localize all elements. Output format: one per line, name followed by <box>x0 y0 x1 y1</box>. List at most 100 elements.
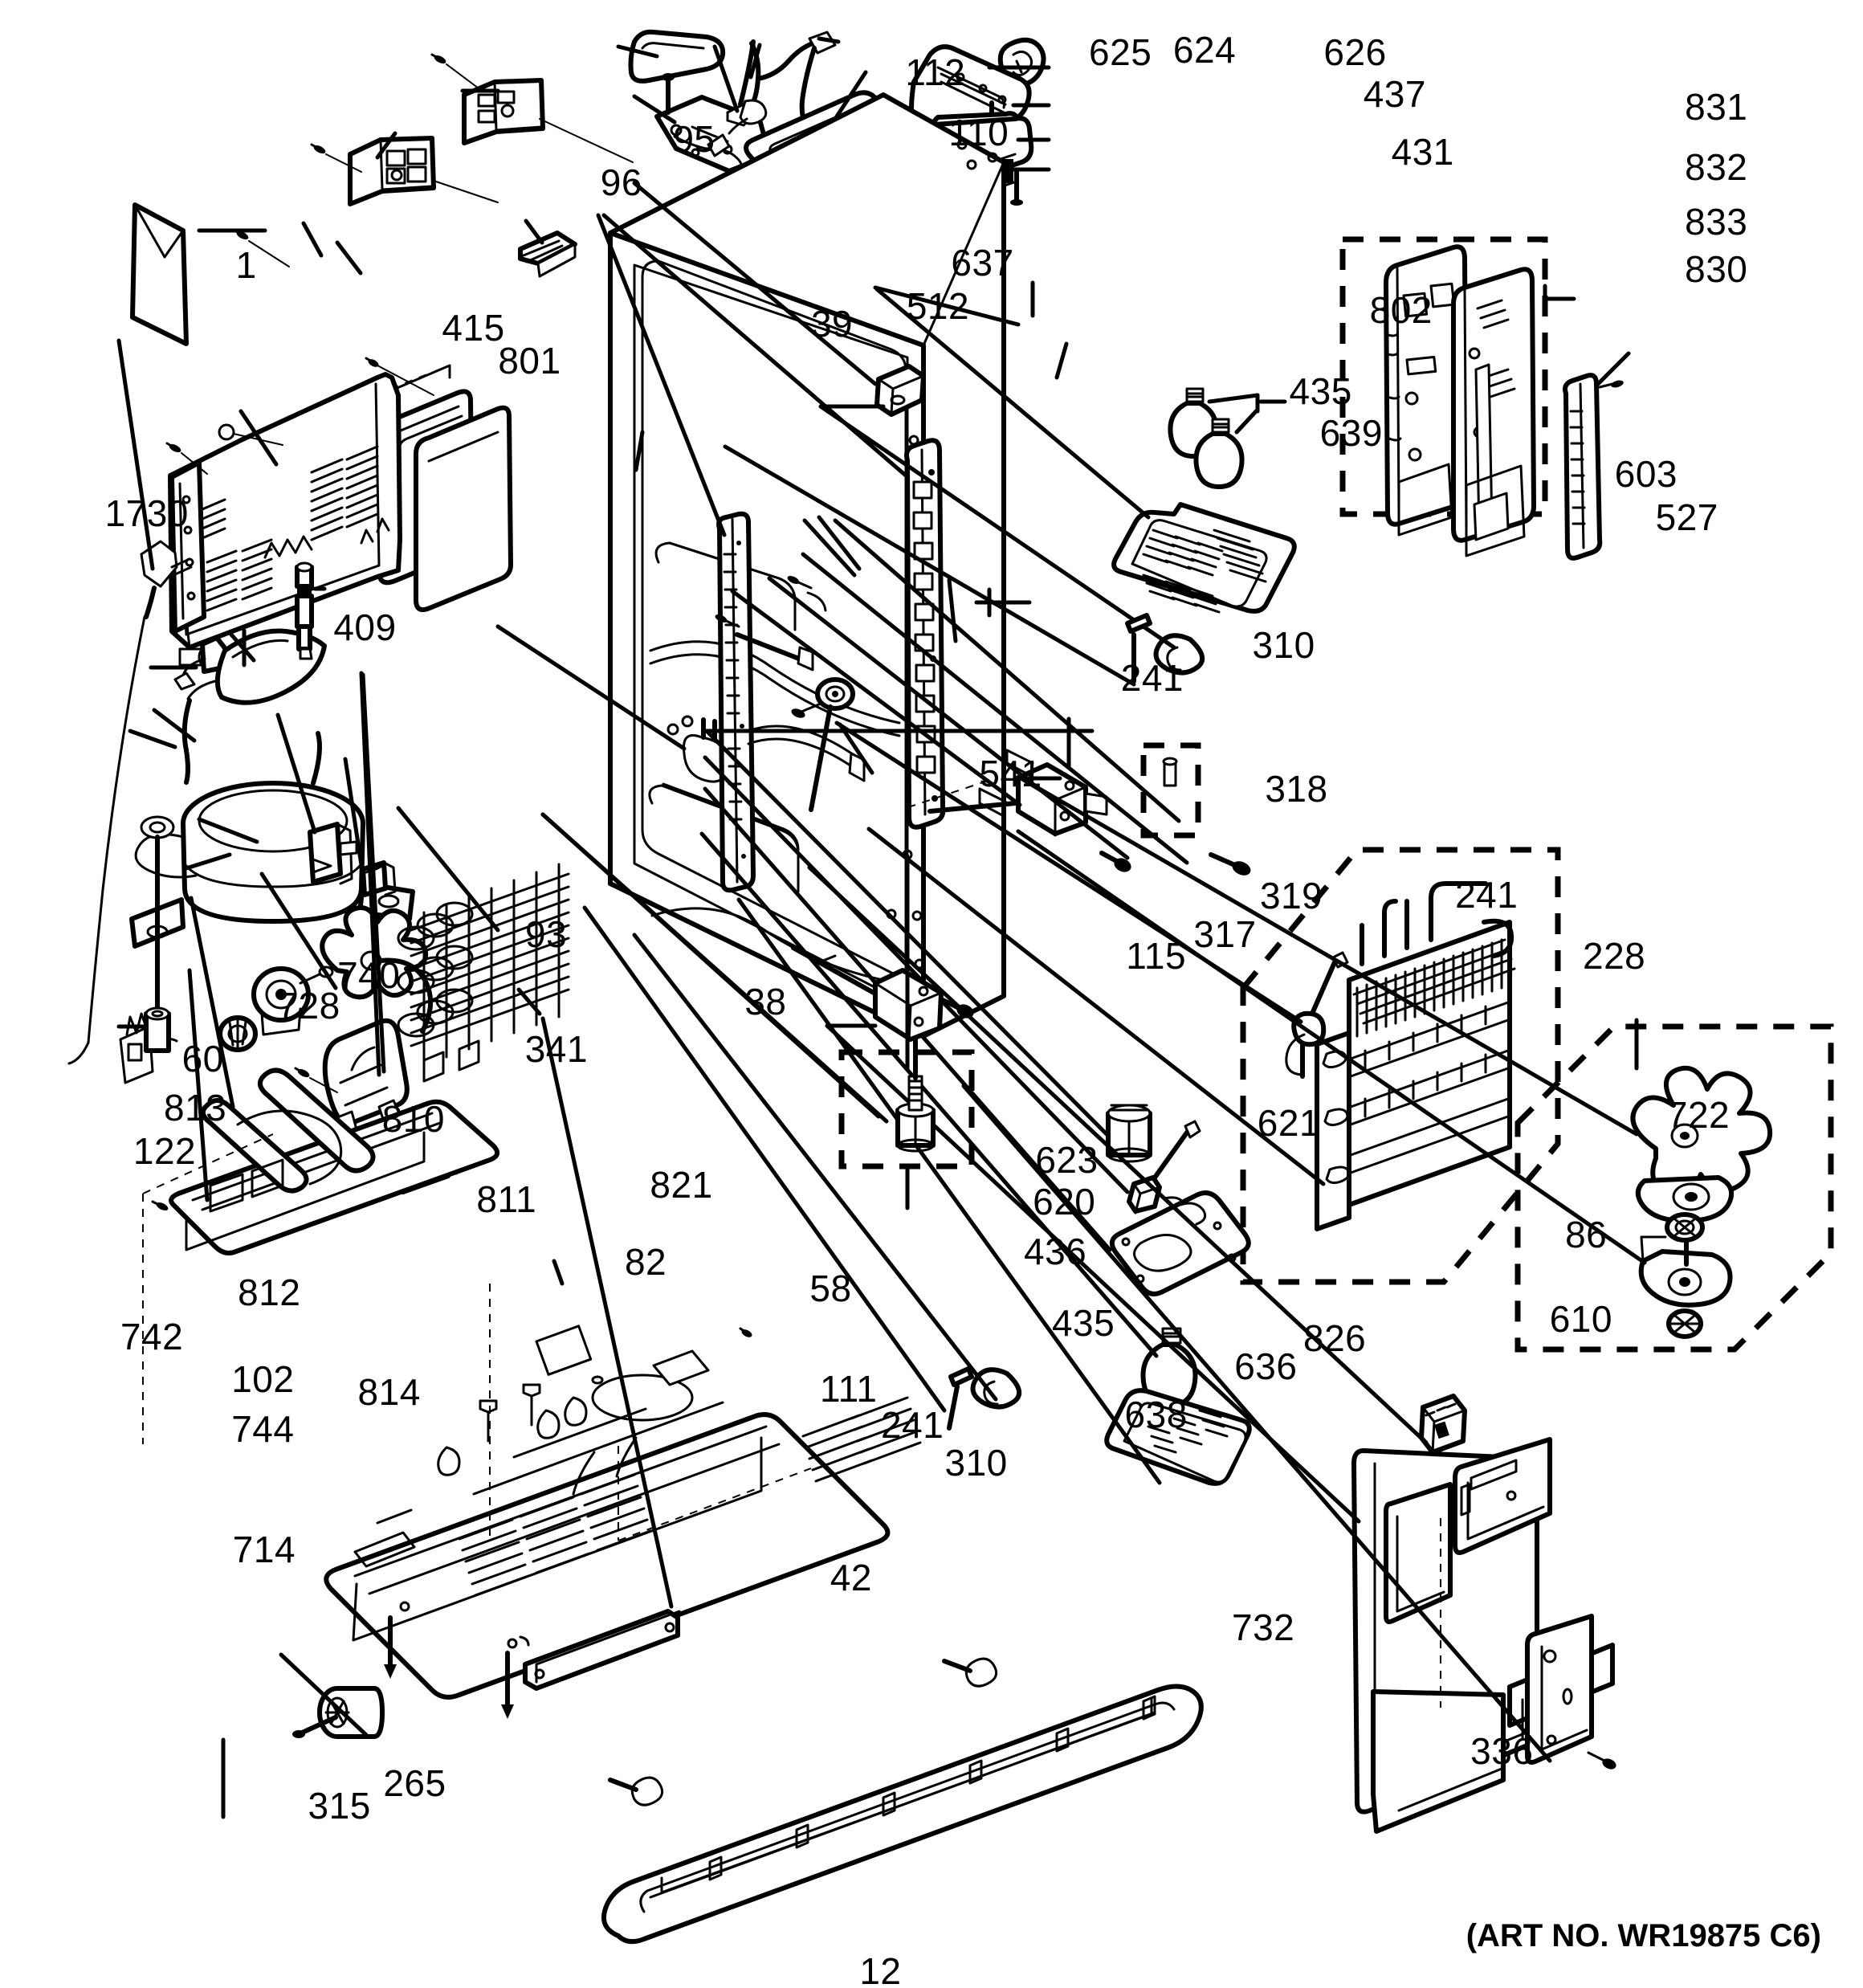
part-603-icemaker-housing <box>1384 244 1536 557</box>
part-122-grommet <box>140 815 175 1014</box>
callout-624: 624 <box>1172 28 1237 71</box>
callout-315: 315 <box>308 1785 371 1827</box>
callout-830: 830 <box>1685 247 1748 290</box>
part-732-cover <box>1351 1437 1615 1834</box>
callout-336: 336 <box>1470 1729 1534 1772</box>
part-39-plug <box>518 231 577 278</box>
callout-318: 318 <box>1265 768 1328 810</box>
callout-620: 620 <box>1033 1181 1096 1223</box>
callout-241-lower: 241 <box>881 1403 944 1446</box>
callout-95: 95 <box>673 117 715 160</box>
callout-102: 102 <box>231 1357 295 1400</box>
callout-621: 621 <box>1257 1101 1321 1144</box>
part-639-vent-cover <box>1111 502 1297 614</box>
callout-610: 610 <box>1549 1298 1612 1341</box>
part-228-evaporator <box>1285 881 1516 1231</box>
callout-228: 228 <box>1583 934 1646 977</box>
callout-435-upper: 435 <box>1289 370 1352 413</box>
callout-740: 740 <box>337 953 401 996</box>
art-number: (ART NO. WR19875 C6) <box>1466 1918 1821 1953</box>
callout-638: 638 <box>1124 1394 1188 1436</box>
callout-86: 86 <box>1565 1214 1608 1256</box>
group-722-outline <box>1514 1023 1834 1353</box>
part-310-grommet-lower <box>970 1367 1022 1410</box>
part-638-drip-tray <box>1104 1388 1252 1486</box>
part-115-hinge-bracket <box>927 749 1108 837</box>
callout-811: 811 <box>476 1178 537 1220</box>
callout-821: 821 <box>650 1164 713 1206</box>
callout-812: 812 <box>238 1271 301 1313</box>
callout-415: 415 <box>442 306 505 349</box>
part-265-315-roller <box>292 1686 385 1739</box>
part-436-light-housing <box>1109 1190 1251 1296</box>
part-58-leveler <box>895 1075 936 1153</box>
callout-111: 111 <box>819 1368 878 1410</box>
callout-728: 728 <box>277 984 340 1027</box>
part-636-connector <box>1419 1394 1467 1455</box>
callout-623: 623 <box>1035 1138 1099 1181</box>
part-810-relay <box>308 822 358 885</box>
callout-82: 82 <box>624 1240 667 1283</box>
callout-637: 637 <box>951 241 1014 284</box>
part-742-grommet <box>144 1006 171 1053</box>
callout-435-lower: 435 <box>1051 1301 1115 1344</box>
callout-12: 12 <box>859 1950 902 1988</box>
part-12-kick-panel <box>601 1657 1204 1945</box>
callout-636: 636 <box>1234 1345 1298 1387</box>
callout-341: 341 <box>524 1027 588 1070</box>
part-317-screw <box>1099 851 1131 872</box>
part-82-condenser <box>397 863 570 1083</box>
group-228-outline <box>1240 847 1561 1285</box>
part-42-trim <box>523 1609 681 1691</box>
part-319-screw <box>1209 852 1251 876</box>
part-744-714-drain-pan <box>151 1067 500 1255</box>
callout-122: 122 <box>132 1129 197 1172</box>
part-623-leveler <box>1106 1104 1152 1163</box>
part-112-hinge-cover <box>628 29 726 84</box>
part-409-rear-panel <box>165 229 402 692</box>
part-318-screw <box>1162 757 1178 787</box>
part-610-motor <box>1638 1212 1733 1339</box>
callout-409: 409 <box>333 606 397 648</box>
callout-639: 639 <box>1319 412 1383 455</box>
callout-115: 115 <box>1126 934 1187 977</box>
part-96-switch <box>310 136 499 206</box>
callout-317: 317 <box>1193 912 1257 955</box>
callout-832: 832 <box>1685 145 1748 188</box>
callout-436: 436 <box>1024 1230 1087 1272</box>
callout-626: 626 <box>1323 31 1387 74</box>
group-111-outline <box>838 1049 975 1170</box>
callout-112: 112 <box>905 51 966 94</box>
part-86-fan-blade <box>1630 1065 1773 1197</box>
callout-110: 110 <box>948 112 1009 153</box>
callout-831: 831 <box>1685 86 1748 129</box>
callout-810: 810 <box>381 1097 445 1140</box>
part-241-lower <box>947 1366 974 1431</box>
callout-603: 603 <box>1614 453 1678 496</box>
callout-96: 96 <box>600 161 642 203</box>
callout-38: 38 <box>744 981 787 1023</box>
callout-93: 93 <box>525 912 568 955</box>
part-812-grommet <box>251 965 334 1036</box>
callout-58: 58 <box>809 1267 852 1309</box>
part-base-pan <box>324 1325 922 1719</box>
callout-1: 1 <box>235 244 257 286</box>
part-93-tube <box>295 561 314 660</box>
callout-60: 60 <box>181 1038 224 1080</box>
callout-801: 801 <box>498 339 561 382</box>
callout-310-upper: 310 <box>1252 623 1315 666</box>
callout-826: 826 <box>1303 1316 1367 1359</box>
callout-714: 714 <box>232 1529 296 1571</box>
callout-742: 742 <box>120 1316 184 1358</box>
callout-512: 512 <box>906 284 970 327</box>
callout-241-upper: 241 <box>1120 657 1184 700</box>
callout-310-lower: 310 <box>944 1442 1008 1484</box>
callout-722: 722 <box>1666 1094 1731 1137</box>
part-95-cover <box>430 53 634 163</box>
callout-833: 833 <box>1685 201 1748 243</box>
shelf-support <box>715 575 866 782</box>
cabinet-main-body <box>608 92 1006 1039</box>
callout-431: 431 <box>1391 130 1454 173</box>
